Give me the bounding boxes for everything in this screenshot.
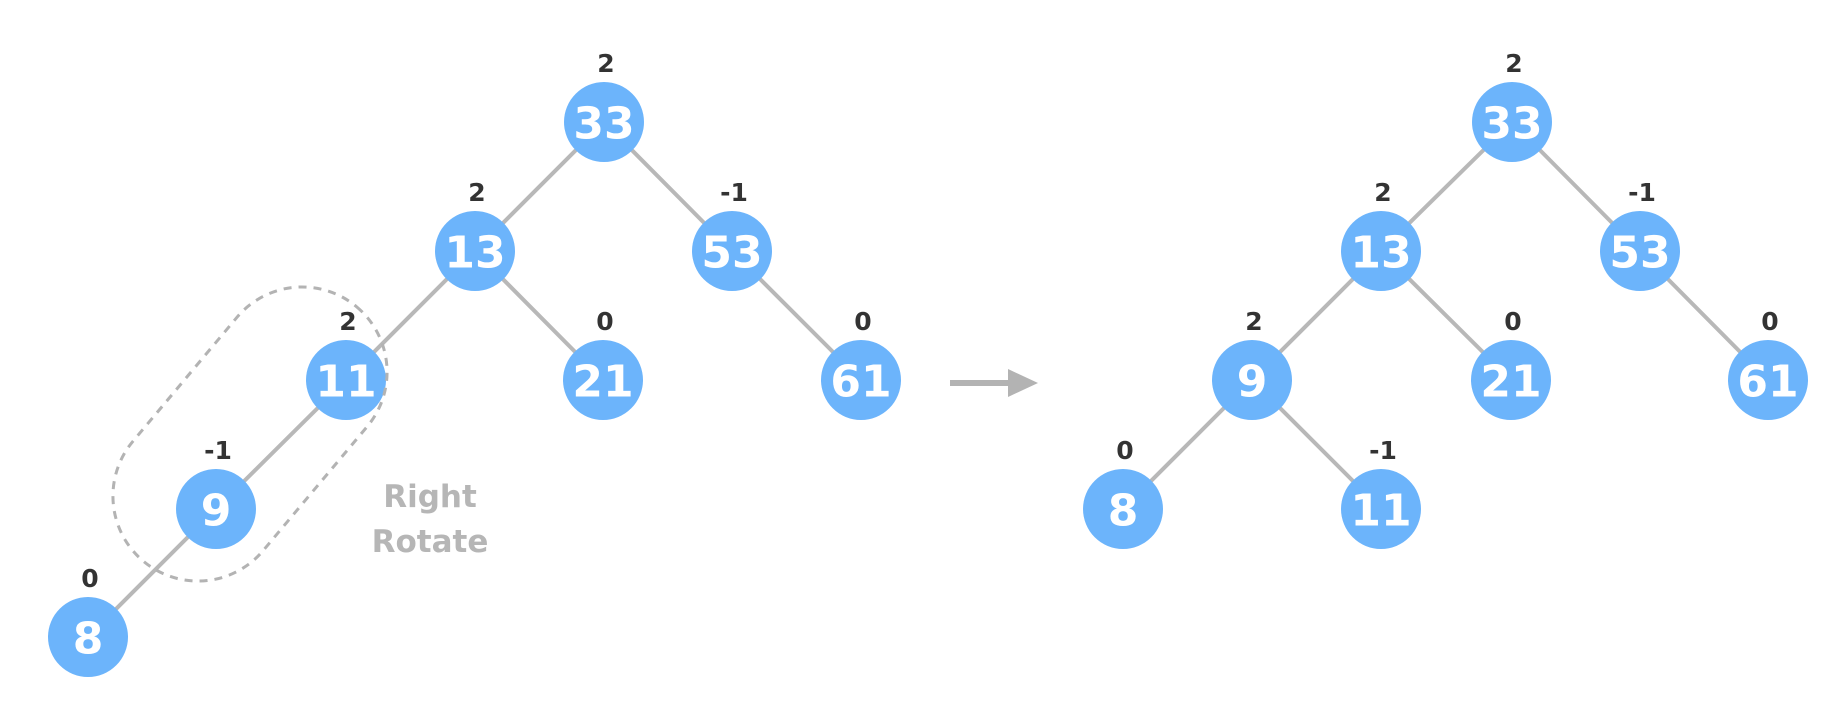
after-node-value-61: 61 bbox=[1737, 357, 1798, 408]
before-node-circle-9 bbox=[176, 469, 256, 549]
after-node-circle-21 bbox=[1471, 340, 1551, 420]
after-node-value-33: 33 bbox=[1481, 99, 1542, 150]
after-node-circle-53 bbox=[1600, 211, 1680, 291]
after-node-33: 33 2 bbox=[1472, 49, 1552, 162]
after-node-8: 80 bbox=[1083, 436, 1163, 549]
before-balance-factor-21: 0 bbox=[596, 307, 613, 336]
before-node-11: 11 2 bbox=[306, 307, 386, 420]
before-node-value-9: 9 bbox=[201, 486, 232, 537]
after-node-9: 92 bbox=[1212, 307, 1292, 420]
before-balance-factor-9: -1 bbox=[204, 436, 232, 465]
after-node-circle-8 bbox=[1083, 469, 1163, 549]
after-node-53: 53 -1 bbox=[1600, 178, 1680, 291]
before-balance-factor-61: 0 bbox=[854, 307, 871, 336]
after-node-value-21: 21 bbox=[1480, 357, 1541, 408]
rotation-highlight-outline bbox=[111, 285, 389, 583]
after-node-21: 21 0 bbox=[1471, 307, 1551, 420]
after-balance-factor-61: 0 bbox=[1761, 307, 1778, 336]
after-node-circle-61 bbox=[1728, 340, 1808, 420]
after-balance-factor-9: 2 bbox=[1245, 307, 1262, 336]
before-node-circle-21 bbox=[563, 340, 643, 420]
before-node-8: 80 bbox=[48, 564, 128, 677]
before-node-value-11: 11 bbox=[315, 357, 376, 408]
before-node-value-61: 61 bbox=[830, 357, 891, 408]
after-node-13: 13 2 bbox=[1341, 178, 1421, 291]
after-node-value-13: 13 bbox=[1350, 228, 1411, 279]
before-node-circle-11 bbox=[306, 340, 386, 420]
before-node-circle-61 bbox=[821, 340, 901, 420]
before-node-value-33: 33 bbox=[573, 99, 634, 150]
after-node-circle-33 bbox=[1472, 82, 1552, 162]
after-balance-factor-21: 0 bbox=[1504, 307, 1521, 336]
before-balance-factor-33: 2 bbox=[597, 49, 614, 78]
before-balance-factor-8: 0 bbox=[81, 564, 98, 593]
after-balance-factor-13: 2 bbox=[1374, 178, 1391, 207]
arrow-head-icon bbox=[1008, 369, 1038, 397]
before-node-circle-13 bbox=[435, 211, 515, 291]
before-node-value-53: 53 bbox=[701, 228, 762, 279]
before-node-value-8: 8 bbox=[73, 614, 104, 665]
after-node-value-53: 53 bbox=[1609, 228, 1670, 279]
before-node-53: 53 -1 bbox=[692, 178, 772, 291]
after-balance-factor-8: 0 bbox=[1116, 436, 1133, 465]
before-node-21: 21 0 bbox=[563, 307, 643, 420]
after-node-value-8: 8 bbox=[1108, 486, 1139, 537]
after-node-circle-13 bbox=[1341, 211, 1421, 291]
before-node-9: 9 -1 bbox=[176, 436, 256, 549]
before-node-33: 33 2 bbox=[564, 49, 644, 162]
before-node-61: 61 0 bbox=[821, 307, 901, 420]
before-balance-factor-13: 2 bbox=[468, 178, 485, 207]
after-balance-factor-33: 2 bbox=[1505, 49, 1522, 78]
after-balance-factor-11: -1 bbox=[1369, 436, 1397, 465]
after-balance-factor-53: -1 bbox=[1628, 178, 1656, 207]
before-node-circle-33 bbox=[564, 82, 644, 162]
before-balance-factor-53: -1 bbox=[720, 178, 748, 207]
after-node-value-11: 11 bbox=[1350, 486, 1411, 537]
rotation-label-line2: Rotate bbox=[372, 524, 489, 560]
rotation-label-line1: Right bbox=[383, 479, 477, 515]
after-node-circle-9 bbox=[1212, 340, 1292, 420]
before-node-value-21: 21 bbox=[572, 357, 633, 408]
before-node-circle-8 bbox=[48, 597, 128, 677]
before-node-13: 13 2 bbox=[435, 178, 515, 291]
after-node-value-9: 9 bbox=[1237, 357, 1268, 408]
after-node-11: 11 -1 bbox=[1341, 436, 1421, 549]
transform-arrow bbox=[950, 369, 1038, 397]
before-node-circle-53 bbox=[692, 211, 772, 291]
before-balance-factor-11: 2 bbox=[339, 307, 356, 336]
after-node-61: 61 0 bbox=[1728, 307, 1808, 420]
before-node-value-13: 13 bbox=[444, 228, 505, 279]
after-node-circle-11 bbox=[1341, 469, 1421, 549]
